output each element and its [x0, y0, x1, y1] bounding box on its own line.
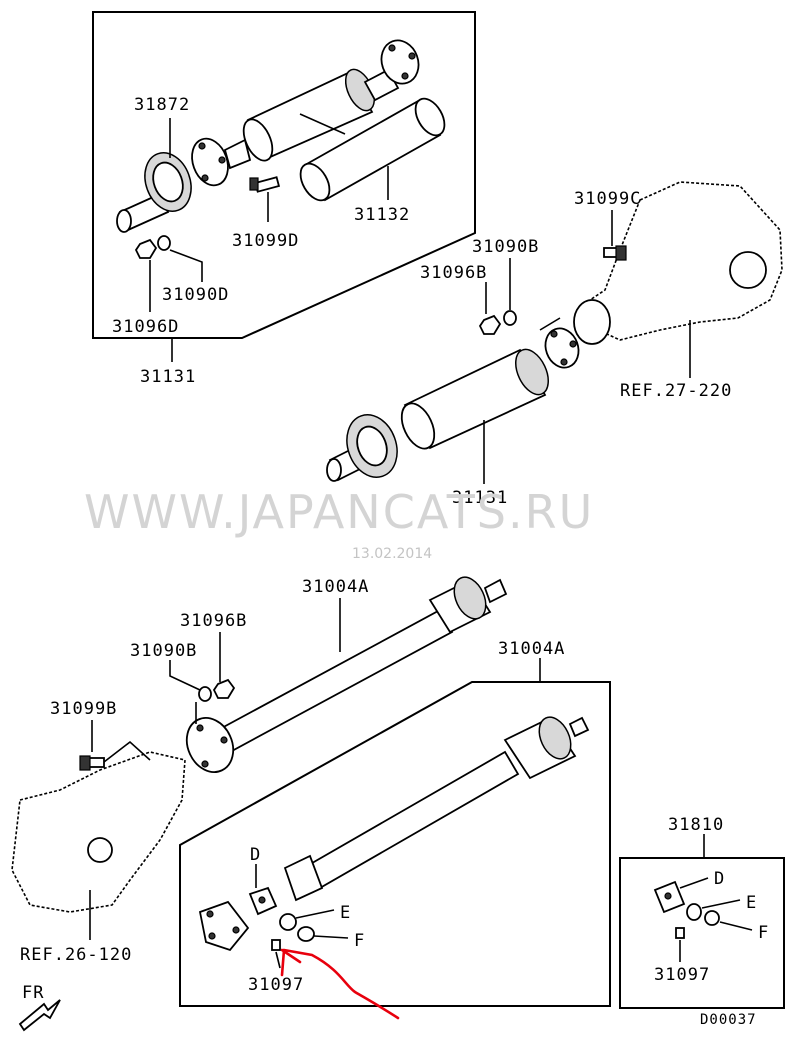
leader-E-left: [295, 909, 335, 919]
output-flange-housing: [573, 299, 611, 345]
detail-box-31131: [92, 11, 476, 339]
spider-D-right: [653, 880, 686, 914]
gearbox-port: [87, 837, 113, 863]
detail-box-31004A: [179, 681, 611, 1007]
label-31810: 31810: [668, 815, 724, 835]
transfer-case-port: [729, 251, 767, 289]
leader-F-left: [313, 935, 349, 939]
label-31131-box: 31131: [140, 367, 196, 387]
label-D-left: D: [250, 845, 261, 865]
red-annotation-arrow: [280, 948, 400, 1020]
nut-washer-mid: [198, 678, 236, 702]
diagram-code: D00037: [700, 1012, 757, 1028]
spider-D-left: [248, 886, 278, 916]
label-31096B-mid: 31096B: [180, 611, 247, 631]
label-31132: 31132: [354, 205, 410, 225]
leader-D-right: [679, 877, 709, 889]
ref-27-220: REF.27-220: [620, 381, 732, 401]
detail-box-31810: [619, 857, 785, 1009]
label-E-left: E: [340, 903, 351, 923]
snap-ring-F-left: [297, 926, 315, 942]
label-31099B: 31099B: [50, 699, 117, 719]
rubber-boot-31132: [299, 97, 446, 202]
watermark: WWW.JAPANCATS.RU: [84, 485, 594, 539]
label-31090B-top: 31090B: [472, 237, 539, 257]
leader-31090B-mid: [169, 660, 201, 691]
gearbox-outline: [11, 751, 186, 913]
snap-ring-F-right: [704, 910, 720, 926]
ref-26-120: REF.26-120: [20, 945, 132, 965]
nut-washer-right: [478, 310, 517, 335]
propeller-shaft-31004A: [185, 576, 508, 773]
label-D-right: D: [714, 869, 725, 889]
grease-nipple-31097-right: [675, 927, 685, 939]
shaft-inside-box: [283, 716, 590, 902]
front-flange-assembly: [116, 137, 252, 233]
grease-nipple-31097-left: [271, 939, 281, 951]
label-31096D: 31096D: [112, 317, 179, 337]
label-31004A-top: 31004A: [302, 577, 369, 597]
bolt-31099B: [79, 755, 105, 771]
label-31872: 31872: [134, 95, 190, 115]
leader-31090D: [169, 249, 203, 282]
transfer-case-outline: [589, 181, 783, 341]
label-F-right: F: [758, 923, 769, 943]
label-31097-right: 31097: [654, 965, 710, 985]
bolt-31099C: [603, 245, 627, 261]
bearing-E-left: [279, 913, 297, 931]
label-E-right: E: [746, 893, 757, 913]
label-31090D: 31090D: [162, 285, 229, 305]
label-31131: 31131: [452, 488, 508, 508]
leader-31099B-b: [103, 740, 151, 763]
label-F-left: F: [354, 931, 365, 951]
front-direction-arrow-icon: [18, 999, 61, 1032]
label-31099D: 31099D: [232, 231, 299, 251]
bearing-E-right: [686, 903, 702, 921]
label-31099C: 31099C: [574, 189, 641, 209]
leader-E-right: [701, 899, 741, 909]
label-31096B-top: 31096B: [420, 263, 487, 283]
rear-flange-yoke: [380, 39, 420, 85]
label-31090B-mid: 31090B: [130, 641, 197, 661]
leader-31097-left: [275, 951, 281, 969]
label-31097-left: 31097: [248, 975, 304, 995]
flange-left-box: [198, 900, 250, 952]
nut-washer-top-box: [134, 235, 171, 259]
leader-31132-a: [299, 113, 346, 135]
date-stamp: 13.02.2014: [352, 546, 432, 562]
leader-F-right: [719, 921, 753, 931]
bolt-31099D: [249, 176, 281, 193]
fr-label: FR: [22, 983, 44, 1003]
propeller-shaft-31131: [326, 317, 580, 482]
label-31004A-box: 31004A: [498, 639, 565, 659]
